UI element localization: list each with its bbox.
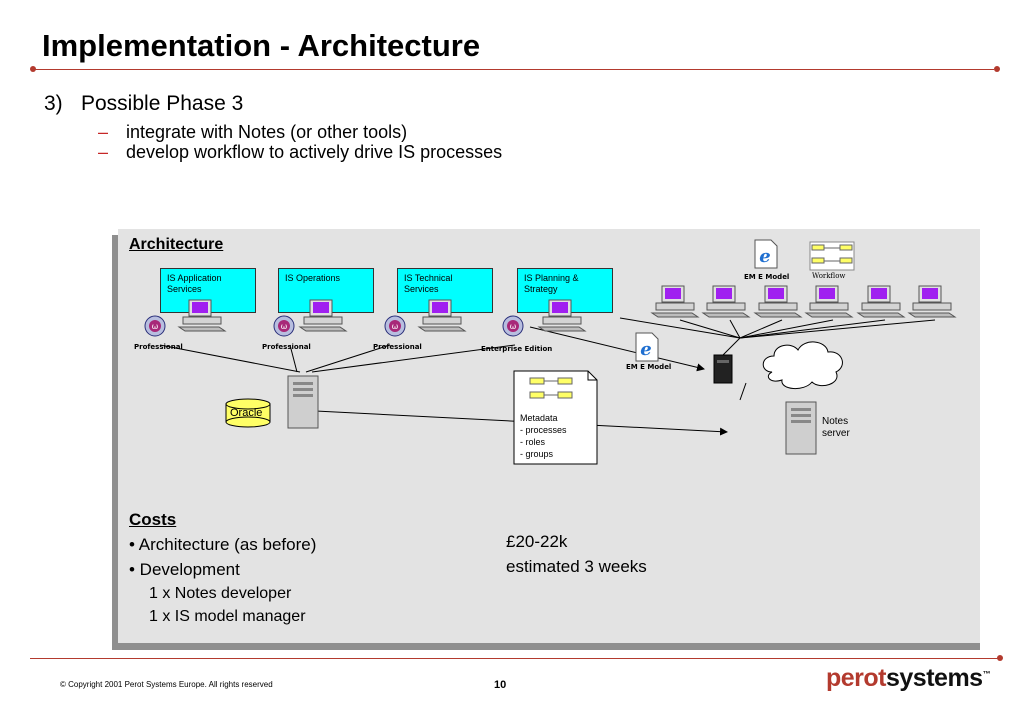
service-label: Strategy xyxy=(524,284,558,294)
client-label: Professional xyxy=(262,343,311,351)
page-number: 10 xyxy=(494,679,507,691)
architecture-title: Architecture xyxy=(129,236,224,253)
trademark: ™ xyxy=(982,669,991,679)
metadata-line: - roles xyxy=(520,437,546,447)
costs-title: Costs xyxy=(129,510,177,529)
client-label: Professional xyxy=(373,343,422,351)
client-label: Professional xyxy=(134,343,183,351)
phase-label: Possible Phase 3 xyxy=(81,92,244,115)
cost-sub-item: 1 x Notes developer xyxy=(149,585,292,602)
service-label: IS Planning & xyxy=(524,273,579,283)
workflow-label: Workflow xyxy=(812,272,846,280)
bullet-item: –integrate with Notes (or other tools) xyxy=(98,122,407,143)
copyright-text: © Copyright 2001 Perot Systems Europe. A… xyxy=(60,680,273,689)
service-label: IS Application xyxy=(167,273,222,283)
bullet-text: develop workflow to actively drive IS pr… xyxy=(126,142,503,162)
service-label: Services xyxy=(167,284,202,294)
cost-value: estimated 3 weeks xyxy=(506,557,647,576)
eme-model-label: EM E Model xyxy=(744,273,790,281)
logo-part: systems xyxy=(886,664,983,692)
title-divider xyxy=(34,69,994,70)
phase-number: 3) xyxy=(44,92,63,115)
divider-dot-left xyxy=(30,66,36,72)
phase-heading: 3) Possible Phase 3 xyxy=(44,92,243,116)
metadata-line: - groups xyxy=(520,449,554,459)
divider-dot-right xyxy=(997,655,1003,661)
notes-server-label: Notes server xyxy=(822,416,850,440)
cost-item: • Development xyxy=(129,560,240,579)
notes-server-line: server xyxy=(822,428,850,439)
metadata-line: Metadata xyxy=(520,413,558,423)
metadata-line: - processes xyxy=(520,425,567,435)
bullet-item: –develop workflow to actively drive IS p… xyxy=(98,142,502,163)
logo-part: perot xyxy=(826,664,887,692)
service-label: IS Technical xyxy=(404,273,453,283)
footer-divider xyxy=(30,658,998,659)
service-box: IS Operations xyxy=(278,268,374,313)
divider-dot-right xyxy=(994,66,1000,72)
dash-icon: – xyxy=(98,122,109,142)
page-title: Implementation - Architecture xyxy=(42,28,481,63)
client-label: Enterprise Edition xyxy=(481,345,553,353)
costs-section: Costs • Architecture (as before) • Devel… xyxy=(129,507,316,628)
eme-model-label: EM E Model xyxy=(626,363,672,371)
metadata-text: Metadata - processes - roles - groups xyxy=(520,412,567,460)
company-logo: perotsystems™ xyxy=(826,664,991,693)
cost-value: £20-22k xyxy=(506,532,568,551)
oracle-label: Oracle xyxy=(230,407,263,419)
bullet-text: integrate with Notes (or other tools) xyxy=(126,122,408,142)
cost-sub-item: 1 x IS model manager xyxy=(149,608,306,625)
dash-icon: – xyxy=(98,142,109,162)
service-label: IS Operations xyxy=(285,273,341,283)
service-label: Services xyxy=(404,284,439,294)
notes-server-line: Notes xyxy=(822,416,849,427)
cost-item: • Architecture (as before) xyxy=(129,535,317,554)
